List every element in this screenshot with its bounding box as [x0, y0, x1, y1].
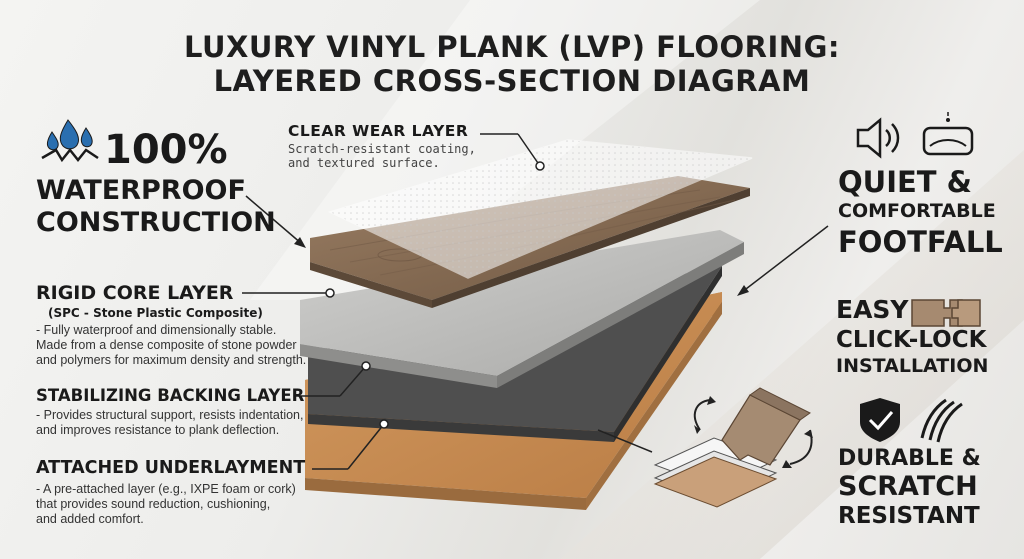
- clicklock-line-3: INSTALLATION: [836, 355, 989, 377]
- durable-line-3: RESISTANT: [838, 503, 980, 529]
- claw-scratch-icon: [920, 398, 963, 443]
- rigid-core-desc-1: - Fully waterproof and dimensionally sta…: [36, 323, 277, 337]
- waterproof-line-2: CONSTRUCTION: [36, 207, 276, 238]
- title-line-2: LAYERED CROSS-SECTION DIAGRAM: [213, 64, 811, 98]
- underlayment-desc-2: that provides sound reduction, cushionin…: [36, 497, 271, 511]
- underlayment-desc-3: and added comfort.: [36, 512, 144, 526]
- rigid-core-heading: RIGID CORE LAYER: [36, 282, 234, 304]
- underlayment-heading: ATTACHED UNDERLAYMENT: [36, 458, 306, 478]
- wear-layer-heading: CLEAR WEAR LAYER: [288, 122, 469, 140]
- quiet-line-3: FOOTFALL: [838, 225, 1003, 259]
- rigid-core-desc-2: Made from a dense composite of stone pow…: [36, 338, 297, 352]
- clicklock-line-1: EASY: [836, 295, 909, 324]
- rigid-core-sub: (SPC - Stone Plastic Composite): [48, 306, 263, 320]
- title-line-1: LUXURY VINYL PLANK (LVP) FLOORING:: [184, 30, 840, 64]
- waterproof-percent: 100%: [104, 127, 228, 173]
- click-joint-icon: [911, 299, 981, 327]
- clicklock-line-2: CLICK-LOCK: [836, 327, 987, 353]
- shield-check-icon: [860, 398, 900, 442]
- diagram-title: LUXURY VINYL PLANK (LVP) FLOORING: LAYER…: [150, 30, 874, 98]
- backing-desc-2: and improves resistance to plank deflect…: [36, 423, 280, 437]
- durable-line-2: SCRATCH: [838, 471, 978, 502]
- rigid-core-layer: [300, 230, 744, 388]
- durable-line-1: DURABLE &: [838, 446, 981, 471]
- backing-heading: STABILIZING BACKING LAYER: [36, 386, 305, 405]
- quiet-line-2: COMFORTABLE: [838, 200, 996, 222]
- quiet-line-1: QUIET &: [838, 165, 972, 199]
- backing-desc-1: - Provides structural support, resists i…: [36, 408, 304, 422]
- wear-layer-desc-1: Scratch-resistant coating,: [288, 142, 476, 156]
- underlayment-desc-1: - A pre-attached layer (e.g., IXPE foam …: [36, 482, 296, 496]
- waterproof-line-1: WATERPROOF: [36, 175, 246, 206]
- wear-layer: [327, 139, 753, 279]
- speaker-icon: [856, 117, 900, 159]
- wear-layer-desc-2: and textured surface.: [288, 156, 440, 170]
- rigid-core-desc-3: and polymers for maximum density and str…: [36, 353, 307, 367]
- cushion-icon: [922, 112, 974, 156]
